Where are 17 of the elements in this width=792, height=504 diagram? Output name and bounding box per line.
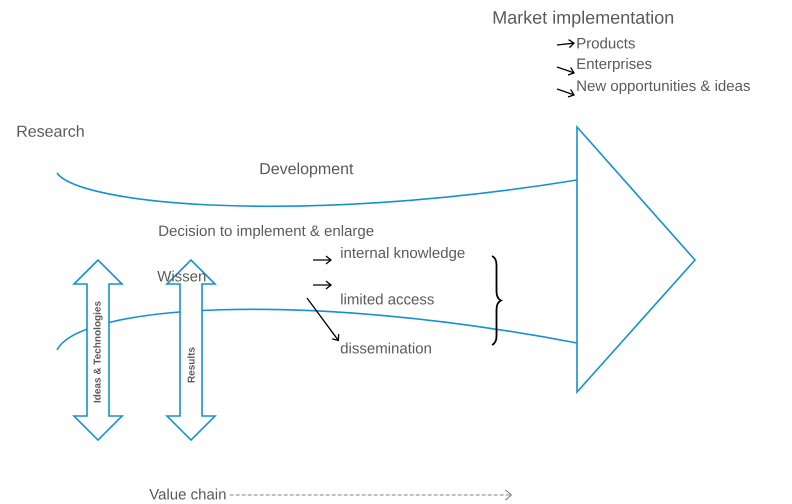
arrow: [306, 298, 340, 342]
label-text: Development: [260, 162, 354, 178]
list-item: New opportunities & ideas: [577, 80, 750, 94]
arrow: [556, 66, 575, 76]
list-item: Enterprises: [577, 58, 652, 72]
outcome-text: limited access: [341, 294, 434, 304]
label-text: Research: [18, 125, 84, 137]
label-text: Value chain: [149, 488, 226, 500]
arrow: [556, 88, 575, 98]
list-item: Products: [577, 38, 635, 48]
outcome-text: dissemination: [340, 342, 431, 354]
label-text: Market implementation: [494, 10, 674, 28]
arrow: [313, 280, 332, 290]
label-text: Decision to implement & enlarge: [159, 225, 374, 239]
arrow: [313, 256, 332, 265]
arrow: [556, 39, 575, 48]
outcome-text: internal knowledge: [341, 247, 465, 261]
